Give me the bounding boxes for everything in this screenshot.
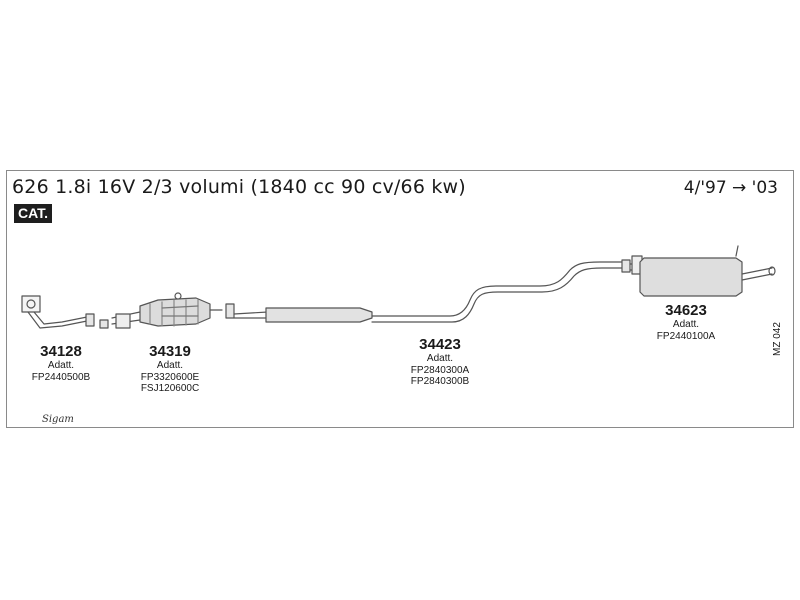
part-label-34423: 34423 Adatt. FP2840300A FP2840300B	[398, 336, 482, 388]
part-label-34623: 34623 Adatt. FP2440100A	[644, 302, 728, 342]
rear-silencer-34623	[629, 245, 776, 297]
part-label-34128: 34128 Adatt. FP2440500B	[24, 343, 98, 383]
part-code: FP2840300B	[410, 376, 470, 388]
part-number: 34128	[40, 343, 82, 360]
part-note: Adatt.	[47, 360, 75, 372]
part-number: 34623	[665, 302, 707, 319]
part-code: FP2440500B	[31, 371, 91, 383]
part-code: FSJ120600C	[140, 383, 200, 395]
diagram-code: MZ 042	[772, 322, 783, 356]
part-note: Adatt.	[672, 319, 700, 331]
part-label-34319: 34319 Adatt. FP3320600E FSJ120600C	[128, 343, 212, 395]
intermediate-pipe-34423	[225, 259, 631, 323]
diagram-frame	[6, 170, 794, 428]
year-range: 4/'97 → '03	[683, 178, 778, 198]
brand-logo: Sigam	[42, 414, 74, 425]
part-number: 34423	[419, 336, 461, 353]
part-code: FP2440100A	[656, 330, 716, 342]
cat-badge: CAT.	[14, 204, 53, 223]
part-code: FP3320600E	[140, 371, 200, 383]
catalytic-converter-34319	[111, 292, 223, 329]
part-note: Adatt.	[426, 353, 454, 365]
part-note: Adatt.	[156, 360, 184, 372]
vehicle-title: 626 1.8i 16V 2/3 volumi (1840 cc 90 cv/6…	[12, 176, 466, 198]
part-code: FP2840300A	[410, 364, 470, 376]
part-number: 34319	[149, 343, 191, 360]
front-pipe-34128	[21, 295, 109, 329]
